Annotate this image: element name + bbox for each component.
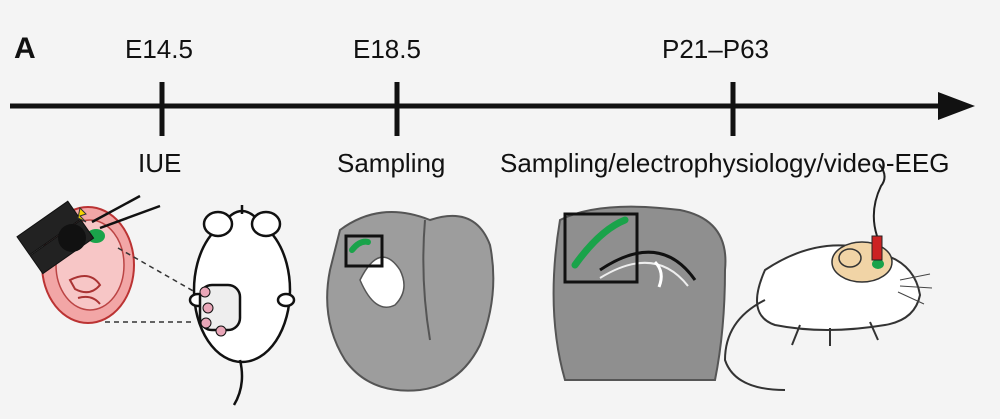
pregnant-mouse-topview	[188, 205, 296, 406]
timepoint-label-e14-5: E14.5	[125, 34, 193, 64]
sampling-box-e18-5	[344, 234, 384, 268]
event-label-sampling: Sampling	[337, 148, 446, 178]
sampling-box-adult	[563, 212, 639, 284]
timepoint-label-p21-p63: P21–P63	[662, 34, 769, 64]
event-label-iue: IUE	[138, 148, 182, 178]
event-label-sampling-ephys-eeg: Sampling/electrophysiology/video-EEG	[500, 148, 950, 178]
iue-embryo-illustration	[16, 194, 196, 324]
adult-brain-section	[552, 205, 727, 381]
timeline-arrowhead	[938, 92, 975, 120]
embryonic-brain-section	[326, 211, 495, 392]
timepoint-label-e18-5: E18.5	[353, 34, 421, 64]
adult-mouse-eeg	[723, 163, 933, 391]
panel-label: A	[14, 32, 36, 65]
